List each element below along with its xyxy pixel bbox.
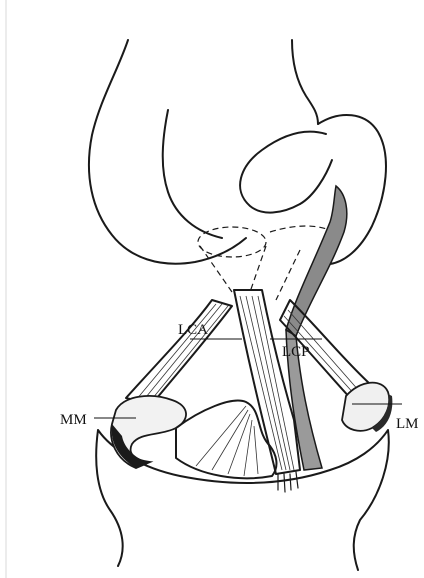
tibial-spine-fibers-1	[196, 406, 246, 466]
femur-intercondylar	[300, 160, 332, 204]
lca-fibers-2	[246, 296, 286, 470]
medial-band-fibers-3	[148, 306, 228, 404]
label-lca: LCA	[178, 322, 208, 338]
label-lm: LM	[396, 416, 419, 432]
label-mm: MM	[60, 412, 87, 428]
label-lcp: LCP	[282, 344, 310, 360]
medial-band-fibers-1	[136, 304, 216, 400]
tibia	[96, 383, 392, 570]
tibial-spine-fibers-3	[228, 414, 250, 474]
femur-medial-condyle	[89, 40, 246, 264]
medial-band-outline	[126, 300, 232, 404]
lca-frayed-end	[278, 472, 298, 492]
tibia-outline	[96, 430, 389, 570]
tibial-spine-fibers-5	[254, 426, 258, 474]
tibial-spine-fibers-4	[244, 420, 252, 476]
femur-groove	[163, 110, 222, 238]
femur-shaft-right	[292, 40, 318, 124]
medial-meniscus	[111, 396, 186, 468]
lca-origin-footprint	[198, 227, 266, 257]
medial-band-fibers-2	[142, 304, 222, 402]
femur-lateral-inner	[240, 132, 326, 213]
